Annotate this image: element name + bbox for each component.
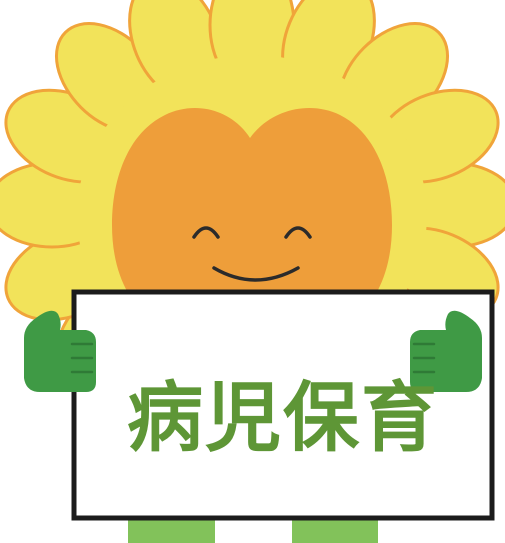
sign-text: 病児保育 [127,373,439,462]
smile [212,266,300,282]
left-thumbs-up-hand-icon [24,310,96,392]
right-eye [284,226,312,239]
sign-board [71,289,495,521]
face [112,108,392,336]
left-eye [192,226,220,239]
right-thumbs-up-hand-icon [410,310,482,392]
